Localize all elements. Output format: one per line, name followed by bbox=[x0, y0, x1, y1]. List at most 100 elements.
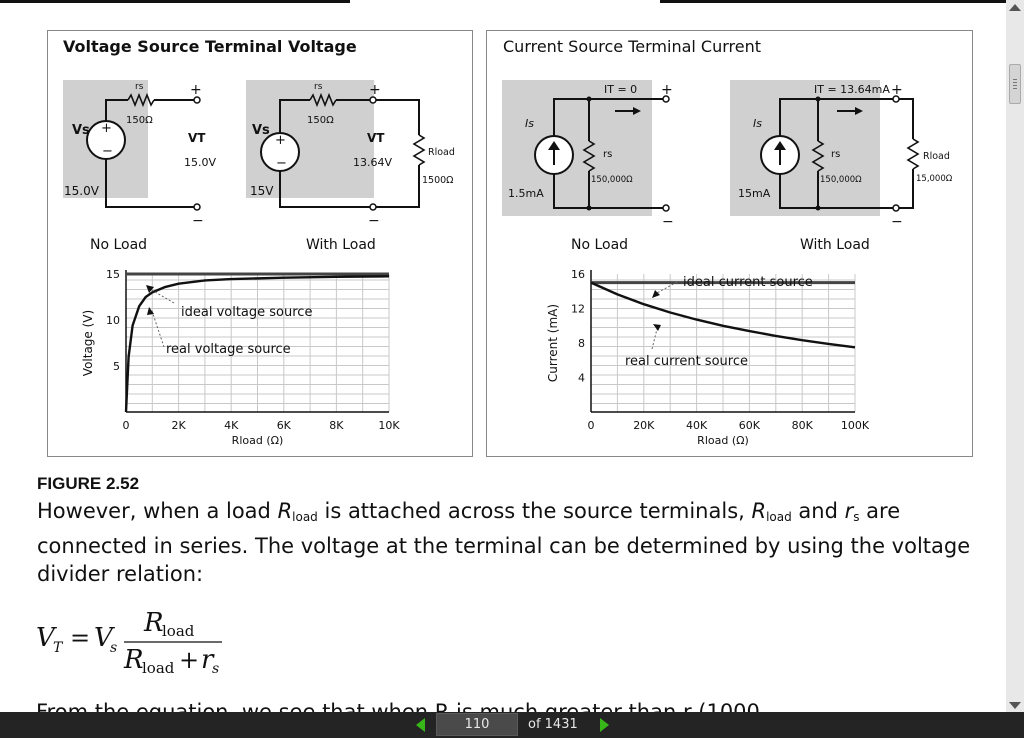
x-tick-label: 10K bbox=[378, 419, 400, 432]
current-no-load-circuit: Is 1.5mA rs 150,000Ω IT = 0 + − No Load bbox=[502, 80, 674, 253]
plus-1: + bbox=[190, 82, 202, 98]
rs-value-3: 150,000Ω bbox=[591, 175, 633, 185]
is-value-2: 15mA bbox=[738, 187, 771, 200]
vertical-scrollbar[interactable] bbox=[1006, 0, 1024, 712]
x-tick-label: 100K bbox=[841, 419, 870, 432]
voltage-divider-equation: V T = V s R load R load + r s bbox=[36, 600, 296, 680]
caption-with-load-2: With Load bbox=[800, 237, 870, 253]
eq-vs-v: V bbox=[94, 623, 115, 653]
vt-value-2: 13.64V bbox=[353, 156, 392, 169]
scroll-down-arrow-icon[interactable] bbox=[1009, 702, 1021, 709]
minus-2: − bbox=[368, 213, 380, 229]
annotation-leader bbox=[149, 288, 175, 304]
x-axis-label: Rload (Ω) bbox=[232, 434, 284, 447]
eq-vs-sub: s bbox=[110, 640, 117, 656]
rs-symbol: r bbox=[844, 499, 854, 523]
rs-value-2: 150Ω bbox=[307, 115, 334, 126]
vs-label-1: Vs bbox=[72, 123, 90, 138]
previous-page-icon[interactable] bbox=[416, 718, 425, 732]
eq-den-sub: load bbox=[142, 659, 175, 677]
rload-label-4: Rload bbox=[923, 151, 950, 162]
series-line-real bbox=[590, 281, 856, 349]
voltage-panel-svg: Voltage Source Terminal Voltage + − rs 1… bbox=[63, 37, 455, 447]
annotation-leader bbox=[151, 310, 165, 348]
y-tick-label: 4 bbox=[578, 372, 585, 385]
eq-den-plus: + bbox=[179, 646, 199, 674]
scroll-up-arrow-icon[interactable] bbox=[1009, 4, 1021, 11]
load-subscript: load bbox=[292, 510, 318, 524]
caption-no-load-1: No Load bbox=[90, 237, 147, 253]
next-page-icon[interactable] bbox=[600, 718, 609, 732]
y-tick-label: 15 bbox=[106, 268, 120, 281]
rs-label-2: rs bbox=[314, 82, 323, 92]
annotation-arrow-icon bbox=[146, 285, 154, 293]
rload-value-2: 1500Ω bbox=[422, 175, 453, 186]
cut-off-text-line: From the equation, we see that when R is… bbox=[36, 700, 760, 712]
annotation-label: real current source bbox=[625, 354, 748, 369]
annotation-label: ideal voltage source bbox=[181, 305, 312, 320]
voltage-with-load-circuit: + − rs 150Ω Vs 15V + − VT 13.64V Rload bbox=[246, 80, 455, 253]
y-tick-label: 8 bbox=[578, 337, 585, 350]
plus-2: + bbox=[369, 82, 381, 98]
plus-3: + bbox=[661, 82, 673, 98]
body-paragraph: However, when a load Rload is attached a… bbox=[37, 497, 987, 589]
rload-label-2: Rload bbox=[428, 147, 455, 158]
x-tick-label: 2K bbox=[171, 419, 186, 432]
r-symbol: R bbox=[277, 499, 293, 523]
rs-label-1: rs bbox=[135, 82, 144, 92]
annotation-arrow-icon bbox=[653, 324, 661, 331]
caption-no-load-2: No Load bbox=[571, 237, 628, 253]
x-tick-label: 4K bbox=[224, 419, 239, 432]
text-run: However, when a load bbox=[37, 499, 278, 523]
caption-with-load-1: With Load bbox=[306, 237, 376, 253]
rload-value-4: 15,000Ω bbox=[916, 174, 953, 184]
svg-text:+: + bbox=[275, 133, 286, 148]
figure-panel-voltage: Voltage Source Terminal Voltage + − rs 1… bbox=[47, 30, 473, 457]
annotation-label: real voltage source bbox=[166, 342, 291, 357]
vt-value-1: 15.0V bbox=[184, 156, 216, 169]
minus-3: − bbox=[662, 214, 674, 230]
vs-label-2: Vs bbox=[252, 123, 270, 138]
y-tick-label: 16 bbox=[571, 268, 585, 281]
scrollbar-thumb[interactable] bbox=[1009, 64, 1021, 104]
top-edge bbox=[0, 0, 1006, 3]
svg-text:−: − bbox=[102, 144, 113, 159]
y-axis-label: Voltage (V) bbox=[81, 310, 95, 376]
x-axis-label: Rload (Ω) bbox=[697, 434, 749, 447]
vs-value-2: 15V bbox=[250, 184, 274, 198]
left-panel-title: Voltage Source Terminal Voltage bbox=[63, 37, 357, 56]
is-label-1: Is bbox=[525, 117, 534, 130]
eq-lhs-v: V bbox=[36, 623, 57, 653]
rs-value-4: 150,000Ω bbox=[820, 175, 862, 185]
page-navigation-bar: of 1431 bbox=[0, 712, 1024, 738]
it-label-1: IT = 0 bbox=[604, 83, 637, 96]
is-value-1: 1.5mA bbox=[508, 187, 544, 200]
rs-label-4: rs bbox=[831, 149, 840, 160]
voltage-no-load-circuit: + − rs 150Ω Vs 15.0V + − VT 15.0V No Loa… bbox=[63, 80, 216, 253]
eq-num-r: R bbox=[143, 608, 164, 638]
x-tick-label: 0 bbox=[588, 419, 595, 432]
document-page: Voltage Source Terminal Voltage + − rs 1… bbox=[0, 0, 1006, 712]
vs-value-1: 15.0V bbox=[64, 184, 100, 198]
s-subscript: s bbox=[853, 510, 860, 524]
y-tick-label: 12 bbox=[571, 303, 585, 316]
r-symbol: R bbox=[751, 499, 767, 523]
x-tick-label: 0 bbox=[123, 419, 130, 432]
eq-den-r: R bbox=[123, 645, 144, 675]
y-tick-label: 10 bbox=[106, 314, 120, 327]
svg-text:−: − bbox=[276, 156, 287, 171]
x-tick-label: 8K bbox=[329, 419, 344, 432]
right-panel-title: Current Source Terminal Current bbox=[503, 37, 761, 56]
y-tick-label: 5 bbox=[113, 360, 120, 373]
page-number-input[interactable] bbox=[436, 713, 518, 736]
rs-label-3: rs bbox=[603, 149, 612, 160]
vt-label-2: VT bbox=[367, 131, 385, 145]
load-subscript: load bbox=[766, 510, 792, 524]
x-tick-label: 40K bbox=[686, 419, 708, 432]
vt-label-1: VT bbox=[188, 131, 206, 145]
annotation-arrow-icon bbox=[147, 307, 154, 315]
eq-lhs-sub: T bbox=[53, 640, 64, 656]
it-label-2: IT = 13.64mA bbox=[814, 83, 890, 96]
